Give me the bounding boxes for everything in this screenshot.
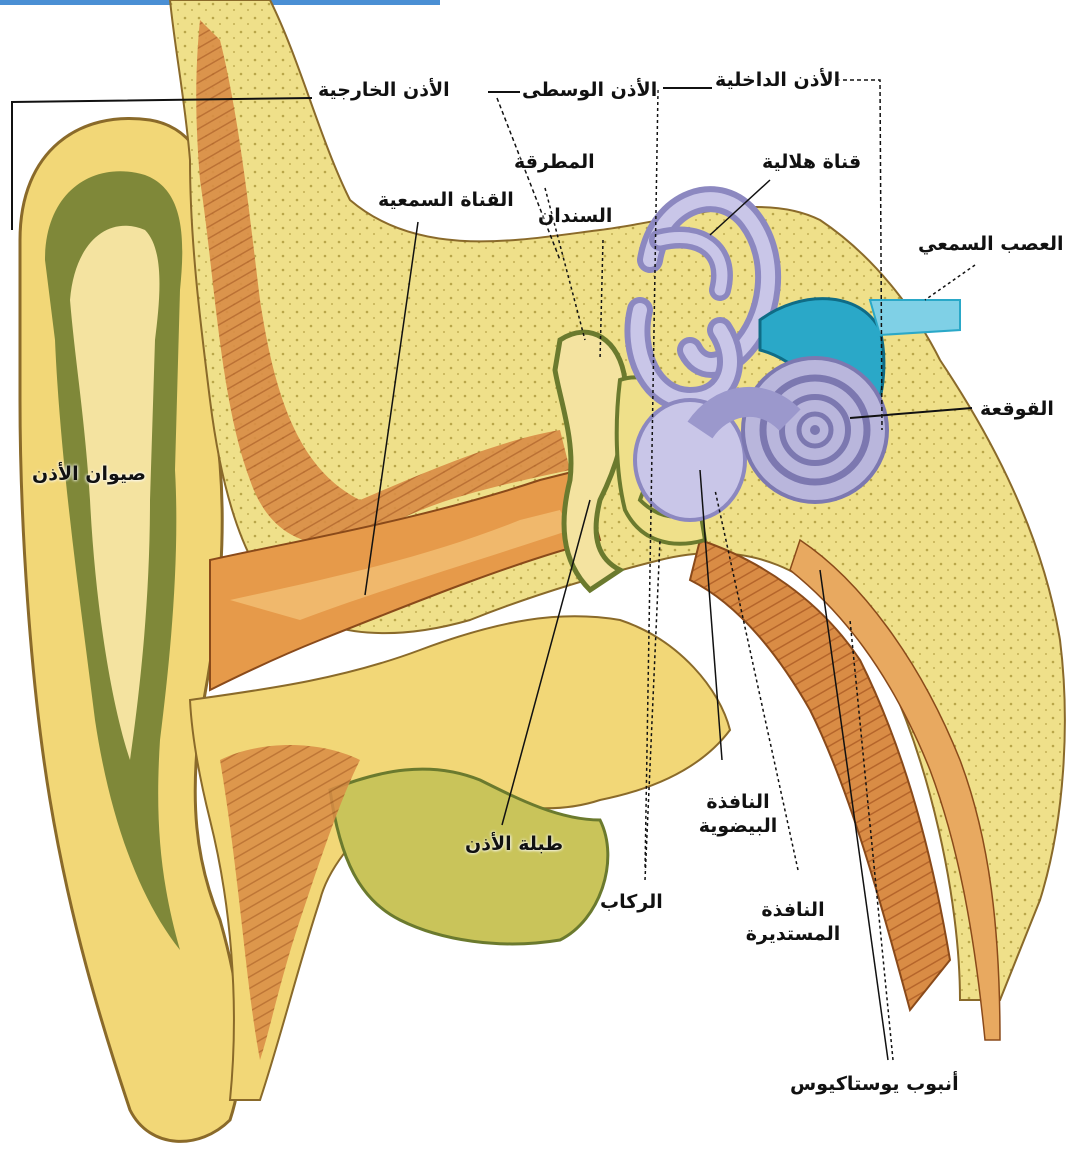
- label-round-window: النافذة المستديرة: [738, 898, 848, 946]
- label-oval-window: النافذة البيضوية: [688, 790, 788, 838]
- label-round-window-line2: المستديرة: [738, 922, 848, 946]
- label-pinna: صيوان الأذن: [32, 462, 146, 486]
- label-middle-ear: الأذن الوسطى: [522, 78, 657, 102]
- label-ear-canal: القناة السمعية: [378, 188, 514, 212]
- lower-tissue: [190, 616, 730, 1100]
- label-hammer: المطرقة: [514, 150, 595, 174]
- label-eustachian-tube: أنبوب يوستاكيوس: [790, 1072, 959, 1096]
- label-auditory-nerve: العصب السمعي: [918, 232, 1064, 256]
- label-semicircular-canal: قناة هلالية: [762, 150, 861, 174]
- label-cochlea: القوقعة: [980, 397, 1054, 421]
- label-stirrup: الركاب: [600, 890, 663, 914]
- label-eardrum: طبلة الأذن: [465, 832, 563, 856]
- label-outer-ear: الأذن الخارجية: [318, 78, 450, 102]
- label-inner-ear: الأذن الداخلية: [715, 68, 840, 92]
- label-anvil: السندان: [538, 204, 612, 228]
- label-oval-window-line2: البيضوية: [688, 814, 788, 838]
- label-round-window-line1: النافذة: [738, 898, 848, 922]
- label-oval-window-line1: النافذة: [688, 790, 788, 814]
